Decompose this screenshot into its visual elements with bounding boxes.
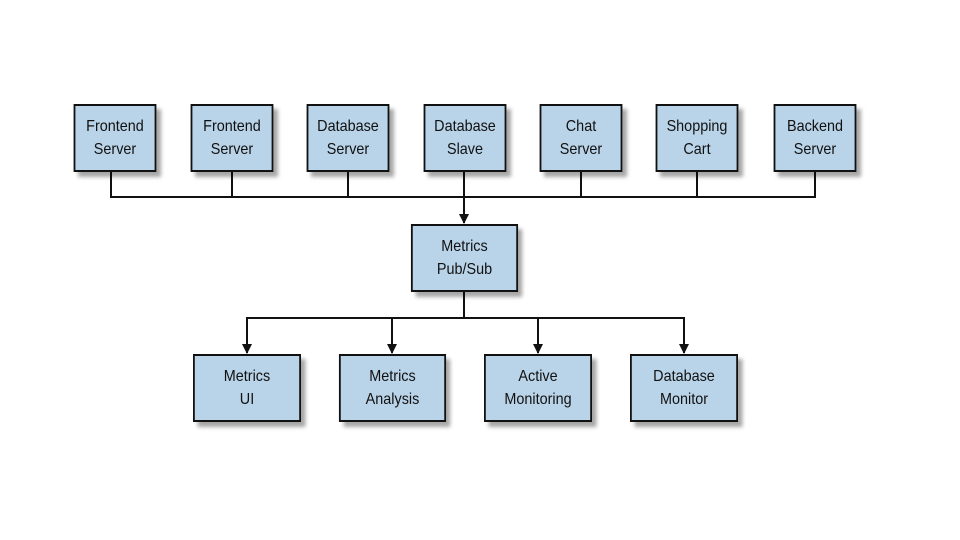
node-label-line1: Database xyxy=(434,118,496,135)
node-label-line1: Backend xyxy=(786,118,844,135)
node-label-line2: Server xyxy=(93,141,137,158)
node-label-line2: Server xyxy=(793,141,837,158)
node-frontend-server-1: Frontend Server xyxy=(73,104,157,172)
node-database-server: Database Server xyxy=(306,104,390,172)
node-label-line2: Server xyxy=(326,141,370,158)
node-frontend-server-2: Frontend Server xyxy=(190,104,274,172)
node-label-line1: Metrics xyxy=(369,368,416,385)
node-label-line2: Server xyxy=(210,141,254,158)
node-database-monitor: Database Monitor xyxy=(630,354,738,422)
node-label-line1: Frontend xyxy=(203,118,261,135)
node-label-line1: Chat xyxy=(565,118,597,135)
node-label-line2: Monitor xyxy=(659,391,709,408)
node-label-line2: Analysis xyxy=(365,391,420,408)
node-label-line2: Monitoring xyxy=(504,391,572,408)
node-label-line2: Pub/Sub xyxy=(436,261,493,278)
node-metrics-pubsub: Metrics Pub/Sub xyxy=(410,224,519,292)
node-shopping-cart: Shopping Cart xyxy=(655,104,739,172)
node-backend-server: Backend Server xyxy=(773,104,857,172)
node-metrics-analysis: Metrics Analysis xyxy=(338,354,447,422)
node-database-slave: Database Slave xyxy=(423,104,507,172)
node-active-monitoring: Active Monitoring xyxy=(484,354,592,422)
node-label-line1: Shopping xyxy=(666,118,728,135)
node-label-line1: Database xyxy=(317,118,379,135)
node-label-line2: UI xyxy=(239,391,255,408)
node-label-line1: Database xyxy=(653,368,715,385)
node-label-line2: Server xyxy=(559,141,603,158)
node-label-line2: Slave xyxy=(446,141,484,158)
node-metrics-ui: Metrics UI xyxy=(193,354,301,422)
node-label-line1: Active xyxy=(518,368,558,385)
node-chat-server: Chat Server xyxy=(539,104,623,172)
node-label-line2: Cart xyxy=(683,141,711,158)
node-label-line1: Metrics xyxy=(223,368,271,385)
node-label-line1: Frontend xyxy=(86,118,144,135)
node-label-line1: Metrics xyxy=(441,238,488,255)
